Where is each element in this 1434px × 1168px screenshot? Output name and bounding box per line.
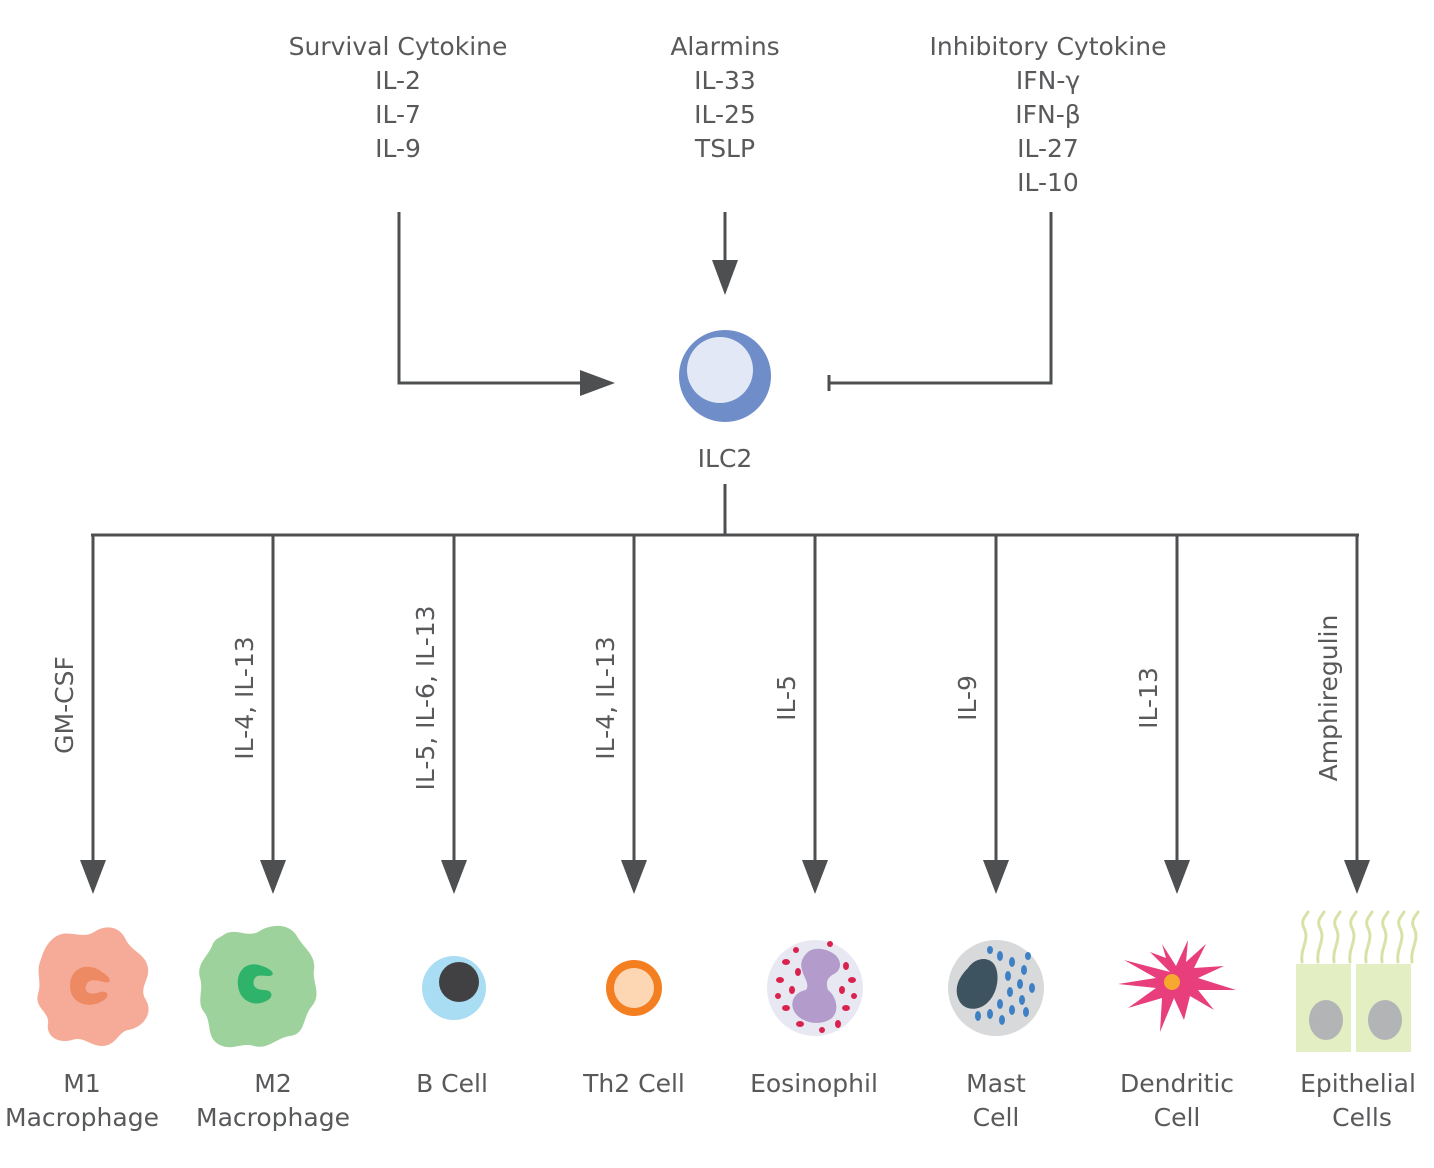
inhibitory-connector: [829, 212, 1053, 385]
branch-signal-label: IL-4, IL-13: [591, 636, 620, 759]
cell-name-label: Cell: [973, 1103, 1020, 1132]
survival-cytokine-item: IL-9: [375, 134, 421, 163]
cilia: [1300, 910, 1420, 964]
inhibitory-cytokine-item: IFN-β: [1015, 100, 1080, 129]
survival-connector: [397, 212, 585, 385]
survival-cytokine-item: IL-7: [375, 100, 421, 129]
alarmins-arrowhead: [712, 260, 738, 295]
cell-name-label: Cell: [1154, 1103, 1201, 1132]
branch-signal-label: IL-9: [953, 675, 982, 721]
branch-m1: GM-CSF: [50, 535, 106, 894]
cell-name-label: M1: [63, 1069, 100, 1098]
cell-name-label: Macrophage: [196, 1103, 350, 1132]
branch-arrowhead: [802, 860, 828, 894]
b-cell-icon: [422, 956, 486, 1020]
branch-signal-label: IL-4, IL-13: [230, 636, 259, 759]
th2-cell-icon: [606, 960, 662, 1016]
inhibitory-cytokine-group: Inhibitory Cytokine IFN-γ IFN-β IL-27 IL…: [930, 32, 1167, 197]
ilc2-label: ILC2: [698, 444, 753, 473]
cell-name-label: Mast: [966, 1069, 1026, 1098]
branch-th2: IL-4, IL-13: [591, 535, 647, 894]
branch-signal-label: IL-5: [772, 675, 801, 721]
cell-name-label: Dendritic: [1120, 1069, 1234, 1098]
cell-name-label: Th2 Cell: [582, 1069, 685, 1098]
survival-cytokine-title: Survival Cytokine: [289, 32, 508, 61]
branch-signal-label: GM-CSF: [50, 656, 79, 754]
alarmins-group: Alarmins IL-33 IL-25 TSLP: [670, 32, 779, 163]
branch-eosinophil: IL-5: [772, 535, 828, 894]
cell-name-label: M2: [254, 1069, 291, 1098]
branch-arrowhead: [1344, 860, 1370, 894]
inhibitory-cytokine-title: Inhibitory Cytokine: [930, 32, 1167, 61]
cell-name-label: B Cell: [416, 1069, 488, 1098]
inhibitory-cytokine-item: IL-27: [1017, 134, 1079, 163]
survival-cytokine-group: Survival Cytokine IL-2 IL-7 IL-9: [289, 32, 508, 163]
branch-m2: IL-4, IL-13: [230, 535, 286, 894]
cell-name-label: Macrophage: [5, 1103, 159, 1132]
branch-arrowhead: [983, 860, 1009, 894]
cell-name-label: Eosinophil: [750, 1069, 878, 1098]
ilc2-cell-icon: [679, 330, 771, 422]
survival-cytokine-item: IL-2: [375, 66, 421, 95]
branch-signal-label: Amphiregulin: [1314, 615, 1343, 782]
epithelial-cells-icon: [1296, 910, 1420, 1052]
branch-arrowhead: [441, 860, 467, 894]
alarmins-title: Alarmins: [670, 32, 779, 61]
inhibitory-cytokine-item: IL-10: [1017, 168, 1079, 197]
dendritic-cell-icon: [1118, 940, 1236, 1032]
eosinophil-granules: [775, 941, 857, 1033]
survival-arrowhead: [580, 370, 615, 396]
branch-epithelial: Amphiregulin: [1314, 535, 1370, 894]
branch-dendritic: IL-13: [1134, 535, 1190, 894]
cell-name-label: Cells: [1332, 1103, 1392, 1132]
alarmins-item: IL-25: [694, 100, 756, 129]
eosinophil-icon: [767, 940, 863, 1036]
m2-macrophage-icon: [199, 925, 317, 1048]
branch-signal-label: IL-5, IL-6, IL-13: [411, 605, 440, 790]
branch-signal-label: IL-13: [1134, 667, 1163, 729]
inhibitory-cytokine-item: IFN-γ: [1016, 66, 1080, 95]
branch-mast-cell: IL-9: [953, 535, 1009, 894]
alarmins-item: TSLP: [694, 134, 755, 163]
cell-name-label: Epithelial: [1300, 1069, 1416, 1098]
branch-arrowhead: [1164, 860, 1190, 894]
branch-b-cell: IL-5, IL-6, IL-13: [411, 535, 467, 894]
mast-cell-granules: [975, 946, 1035, 1025]
branch-arrowhead: [621, 860, 647, 894]
m1-macrophage-icon: [37, 927, 149, 1046]
alarmins-item: IL-33: [694, 66, 756, 95]
branch-arrowhead: [260, 860, 286, 894]
mast-cell-icon: [948, 940, 1044, 1036]
branch-arrowhead: [80, 860, 106, 894]
